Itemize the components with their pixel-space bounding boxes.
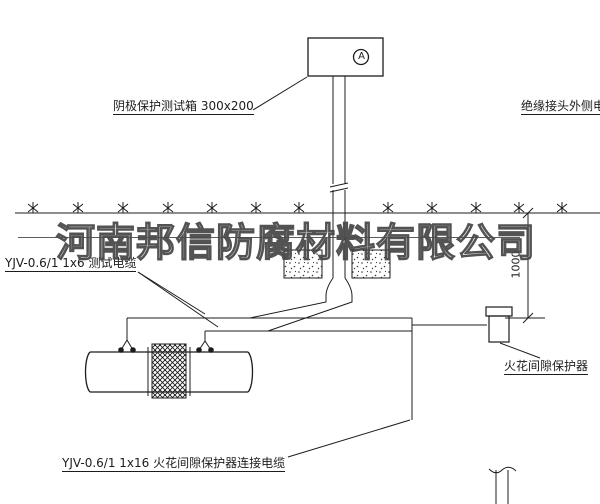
dimension-line <box>505 207 545 324</box>
ground-line <box>15 201 600 214</box>
label-test-box: 阴极保护测试箱 300x200 <box>113 99 254 115</box>
label-connect-cable: YJV-0.6/1 1x16 火花间隙保护器连接电缆 <box>62 456 286 472</box>
leader-lines <box>137 76 541 458</box>
test-cables <box>249 277 353 332</box>
pipe-riser-symbol <box>488 466 517 504</box>
test-box <box>307 37 384 77</box>
concrete-blocks <box>283 249 391 279</box>
ammeter-symbol: A <box>358 51 365 62</box>
insulating-joint <box>147 343 191 399</box>
dimension-text: 1000 <box>509 250 523 279</box>
label-spark-gap: 火花间隙保护器 <box>504 359 589 375</box>
protector-cables <box>127 317 487 420</box>
pipe-terminals <box>118 318 214 353</box>
conduit <box>329 76 349 278</box>
spark-gap-protector <box>485 306 513 343</box>
label-test-cable: YJV-0.6/1 1x6 测试电缆 <box>5 256 137 272</box>
label-outer-cable: 绝缘接头外侧电缆 <box>521 99 600 115</box>
watermark-line <box>18 237 520 238</box>
